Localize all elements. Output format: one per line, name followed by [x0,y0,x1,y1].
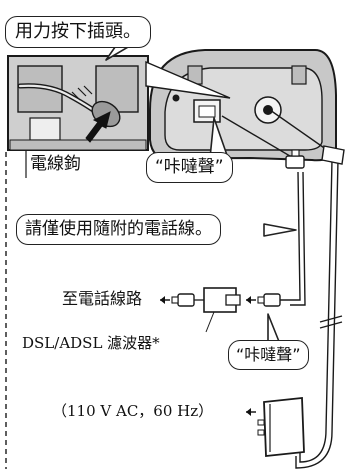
click-callout-upper: “咔噠聲” [146,152,233,183]
click-text-lower: “咔噠聲” [236,345,301,364]
dsl-filter-label: DSL/ADSL 濾波器* [22,334,160,352]
cord-hook-label: 電線鉤 [30,154,81,174]
phone-plug-upper [285,149,305,169]
base-unit-illustration [149,49,337,162]
phone-plug-lower [257,293,281,307]
dsl-filter [203,287,241,333]
power-plug-upper [321,145,345,165]
click-text-upper: “咔噠聲” [155,157,224,177]
power-cord [269,109,339,469]
press-plug-text: 用力按下插頭。 [15,21,141,42]
use-cord-callout: 請僅使用隨附的電話線。 [16,214,221,245]
power-spec-label: （110 V AC，60 Hz） [52,402,214,420]
use-cord-text: 請僅使用隨附的電話線。 [25,219,212,239]
click-callout-lower: “咔噠聲” [228,340,309,370]
cord-hook-inset [7,55,149,151]
line-plug [171,293,204,307]
ac-adaptor [257,397,305,457]
press-plug-callout: 用力按下插頭。 [5,16,151,48]
to-telephone-line-label: 至電話線路 [62,289,143,308]
